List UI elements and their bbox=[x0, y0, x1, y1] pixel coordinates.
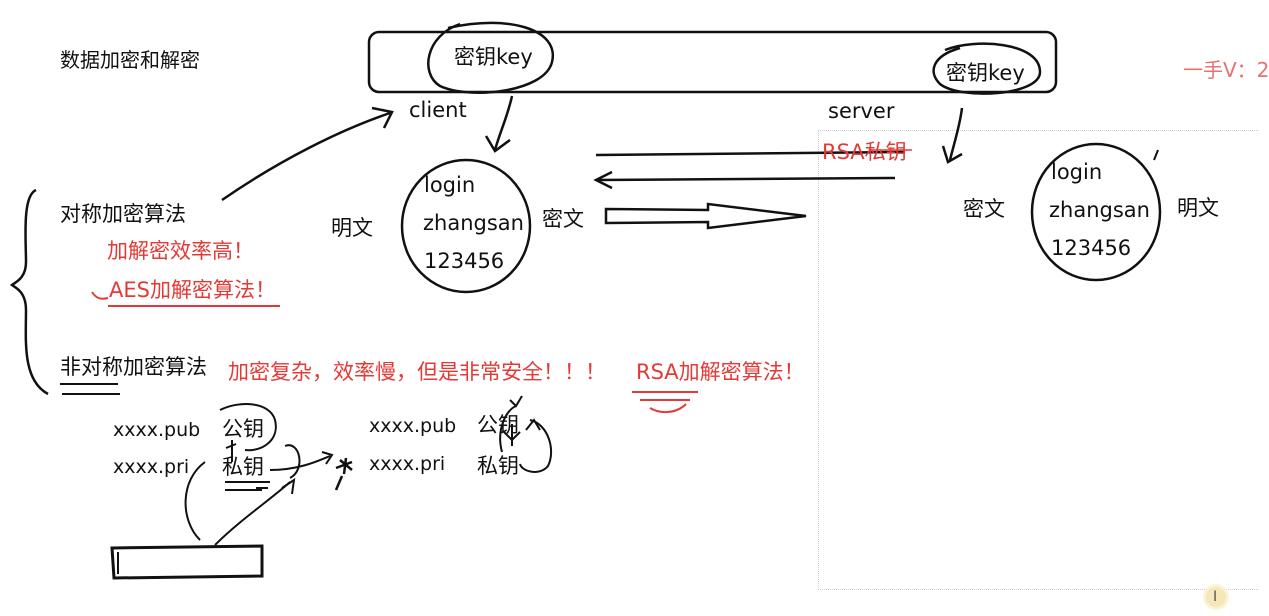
asymmetric-tradeoff-note: 加密复杂，效率慢，但是非常安全！！！ bbox=[228, 360, 606, 384]
rsa-underline bbox=[632, 391, 698, 414]
server-region-outline bbox=[818, 130, 1259, 590]
ciphertext-send-arrow bbox=[604, 202, 807, 230]
watermark-text: 一手V：2 bbox=[1183, 58, 1269, 82]
server-label: server bbox=[828, 99, 895, 123]
right-pri-label: 私钥 bbox=[477, 454, 519, 478]
client-login-line-1: login bbox=[424, 173, 476, 197]
client-plaintext-label: 明文 bbox=[331, 216, 373, 240]
client-key-label: 密钥key bbox=[454, 45, 533, 69]
server-key-down-arrow bbox=[948, 107, 964, 161]
channel-box bbox=[367, 30, 1058, 94]
page-title: 数据加密和解密 bbox=[60, 48, 200, 72]
server-to-client-line-top bbox=[595, 150, 906, 157]
client-key-down-arrow bbox=[493, 95, 514, 151]
asymmetric-underline bbox=[60, 383, 120, 395]
server-key-label: 密钥key bbox=[946, 61, 1025, 85]
asymmetric-heading: 非对称加密算法 bbox=[60, 355, 207, 379]
server-login-line-2: zhangsan bbox=[1049, 198, 1150, 222]
pointer-cursor-indicator: I bbox=[1206, 587, 1226, 607]
left-keyfile-scribble bbox=[219, 403, 277, 491]
symmetric-heading: 对称加密算法 bbox=[60, 202, 186, 226]
rsa-private-key-label: RSA私钥 bbox=[822, 140, 907, 164]
client-login-line-2: zhangsan bbox=[423, 211, 524, 235]
client-ciphertext-label: 密文 bbox=[542, 207, 584, 231]
server-ciphertext-label: 密文 bbox=[963, 197, 1005, 221]
right-keyfile-scribble bbox=[499, 395, 523, 453]
symmetric-efficiency-note: 加解密效率高！ bbox=[107, 239, 254, 263]
bottom-bar bbox=[110, 544, 264, 580]
left-pub-label: 公钥 bbox=[222, 417, 264, 441]
client-login-line-3: 123456 bbox=[424, 249, 505, 273]
rsa-algorithm-note: RSA加解密算法！ bbox=[636, 360, 805, 384]
left-pri-file: xxxx.pri bbox=[113, 456, 190, 478]
server-to-client-arrow bbox=[595, 176, 896, 182]
left-pub-file: xxxx.pub bbox=[113, 419, 201, 441]
server-login-line-1: login bbox=[1051, 160, 1103, 184]
client-label: client bbox=[409, 98, 467, 122]
client-login-circle bbox=[400, 158, 532, 294]
left-pri-label: 私钥 bbox=[222, 455, 264, 479]
symmetric-to-client-arrow bbox=[221, 111, 391, 202]
category-brace bbox=[9, 188, 49, 396]
right-pub-file: xxxx.pub bbox=[369, 415, 457, 437]
client-key-circle bbox=[427, 21, 555, 94]
server-key-circle bbox=[932, 42, 1042, 95]
right-pri-file: xxxx.pri bbox=[369, 453, 446, 475]
text-cursor-icon: I bbox=[1213, 589, 1218, 605]
server-plaintext-label: 明文 bbox=[1177, 196, 1219, 220]
aes-algorithm-note: AES加解密算法！ bbox=[109, 278, 276, 302]
server-login-line-3: 123456 bbox=[1051, 236, 1132, 260]
right-pub-label: 公钥 bbox=[477, 413, 519, 437]
server-login-circle bbox=[1030, 142, 1162, 282]
middle-cross-mark bbox=[334, 457, 353, 491]
